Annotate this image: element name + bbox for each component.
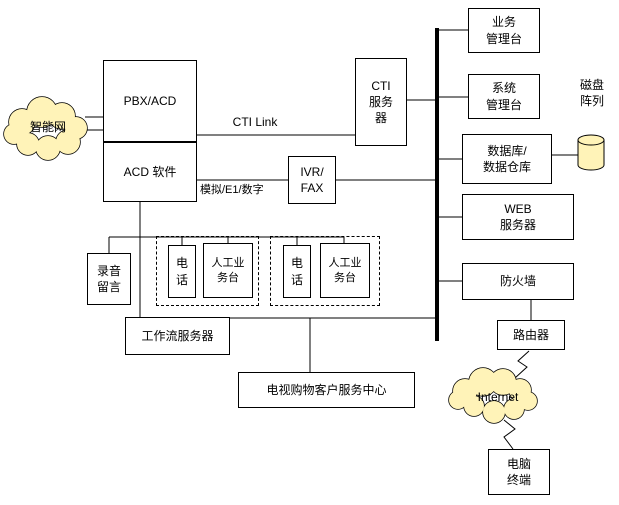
- internet-label: Internet: [477, 390, 519, 404]
- node-terminal: 电脑 终端: [488, 449, 550, 495]
- node-router: 路由器: [497, 320, 565, 350]
- lightning-link-internet-terminal: [503, 419, 516, 450]
- intelligent-network-cloud-icon: [3, 96, 88, 161]
- node-business-console: 业务 管理台: [468, 8, 540, 53]
- node-phone-1: 电 话: [168, 245, 196, 298]
- lightning-link-router-internet: [514, 350, 530, 379]
- analog-e1-digital-label: 模拟/E1/数字: [200, 184, 264, 196]
- intelligent-network-label: 智能网: [29, 120, 66, 134]
- node-agent-desk-1: 人工业 务台: [203, 243, 253, 298]
- node-web-server: WEB 服务器: [462, 194, 574, 240]
- node-acd-software: ACD 软件: [103, 142, 197, 202]
- disk-array-icon: [577, 134, 605, 171]
- connector-lines: [85, 29, 579, 372]
- node-firewall: 防火墙: [462, 263, 574, 300]
- node-recording: 录音 留言: [87, 253, 131, 305]
- node-agent-desk-2: 人工业 务台: [320, 243, 370, 298]
- agent-group-2: [270, 236, 380, 306]
- node-workflow-server: 工作流服务器: [125, 317, 230, 355]
- node-ivr-fax: IVR/ FAX: [288, 156, 336, 204]
- cti-link-label: CTI Link: [232, 115, 278, 129]
- agent-group-1: [156, 236, 259, 306]
- node-database: 数据库/ 数据仓库: [462, 134, 552, 184]
- node-service-center: 电视购物客户服务中心: [238, 372, 415, 408]
- node-cti-server: CTI 服务 器: [355, 58, 407, 146]
- disk-array-label: 磁盘 阵列: [579, 78, 604, 108]
- node-phone-2: 电 话: [283, 245, 311, 298]
- node-pbx-acd: PBX/ACD: [103, 60, 197, 142]
- internet-cloud-icon: [448, 367, 538, 424]
- node-system-console: 系统 管理台: [468, 74, 540, 119]
